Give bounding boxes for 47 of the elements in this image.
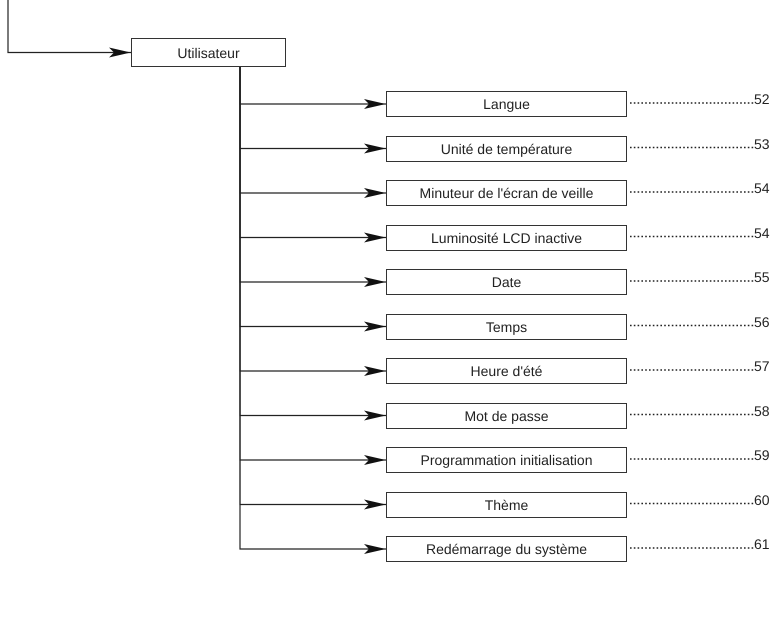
menu-label: Langue [483, 96, 530, 112]
dot-leader [630, 369, 754, 371]
menu-label: Redémarrage du système [426, 541, 588, 557]
menu-label: Thème [484, 496, 528, 512]
menu-label: Minuteur de l'écran de veille [420, 185, 594, 201]
menu-label: Mot de passe [464, 408, 549, 424]
menu-label: Heure d'été [470, 363, 542, 379]
dot-leader [630, 236, 754, 238]
menu-label: Utilisateur [177, 44, 240, 60]
page-number: 59 [754, 447, 770, 463]
menu-box [386, 136, 627, 162]
page-number: 56 [754, 314, 770, 330]
page-number: 54 [754, 180, 770, 196]
menu-label: Programmation initialisation [420, 452, 592, 468]
dot-leader [630, 547, 754, 549]
dot-leader [630, 280, 754, 282]
page-number: 54 [754, 224, 770, 240]
menu-box [131, 38, 286, 67]
menu-box [386, 447, 627, 473]
page-number: 52 [754, 91, 770, 107]
menu-box [386, 180, 627, 206]
menu-label: Temps [486, 318, 528, 334]
arrow [7, 0, 131, 58]
menu-label: Date [492, 274, 522, 290]
dot-leader [630, 502, 754, 504]
dot-leader [630, 191, 754, 193]
dot-leader [630, 324, 754, 326]
dot-leader [630, 458, 754, 460]
menu-box [386, 224, 627, 250]
menu-box [386, 91, 627, 117]
menu-box [386, 314, 627, 340]
menu-label: Luminosité LCD inactive [431, 230, 582, 246]
menu-box [386, 269, 627, 295]
dot-leader [630, 102, 754, 104]
menu-box [386, 358, 627, 384]
menu-box [386, 492, 627, 518]
menu-box [386, 536, 627, 562]
page-number: 55 [754, 269, 770, 285]
dot-leader [630, 414, 754, 416]
menu-box [386, 402, 627, 428]
page-number: 60 [754, 492, 770, 508]
page-number: 57 [754, 358, 770, 374]
page-number: 61 [754, 536, 770, 552]
dot-leader [630, 146, 754, 148]
page-number: 58 [754, 402, 770, 418]
page-number: 53 [754, 136, 770, 152]
menu-label: Unité de température [440, 140, 572, 156]
